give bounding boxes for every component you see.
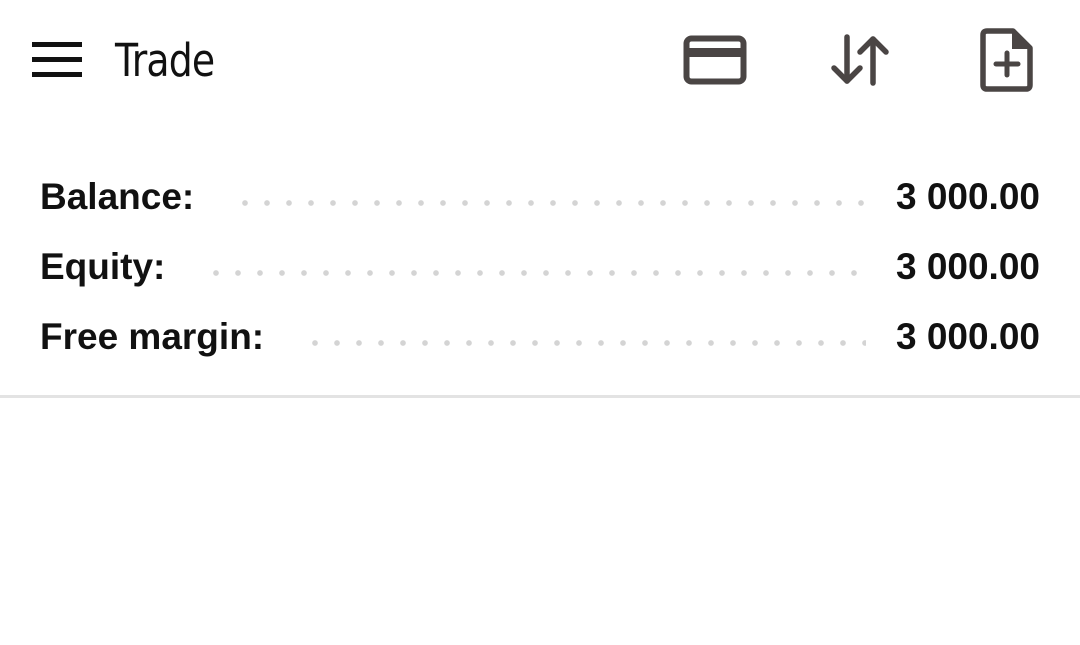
new-order-button[interactable] — [969, 22, 1045, 98]
hamburger-menu-icon — [32, 42, 82, 77]
menu-button[interactable] — [20, 28, 94, 92]
balance-value: 3 000.00 — [895, 176, 1040, 217]
dotted-leader — [205, 270, 866, 276]
file-plus-icon — [980, 28, 1033, 92]
free-margin-row: Free margin: 3 000.00 — [40, 302, 1040, 372]
section-divider — [0, 395, 1080, 398]
top-toolbar: Trade — [0, 0, 1080, 122]
page-title: Trade — [115, 34, 215, 87]
free-margin-label: Free margin: — [40, 316, 265, 357]
equity-row: Equity: 3 000.00 — [40, 232, 1040, 302]
dotted-leader — [304, 340, 866, 346]
sort-button[interactable] — [823, 22, 899, 98]
equity-label: Equity: — [40, 246, 166, 287]
account-summary: Balance: 3 000.00 Equity: 3 000.00 Free … — [0, 162, 1080, 372]
balance-row: Balance: 3 000.00 — [40, 162, 1040, 232]
credit-card-icon — [683, 35, 747, 85]
free-margin-value: 3 000.00 — [895, 316, 1040, 357]
balance-label: Balance: — [40, 176, 195, 217]
deposit-button[interactable] — [677, 22, 753, 98]
equity-value: 3 000.00 — [895, 246, 1040, 287]
dotted-leader — [234, 200, 866, 206]
sort-arrows-icon — [831, 34, 889, 86]
